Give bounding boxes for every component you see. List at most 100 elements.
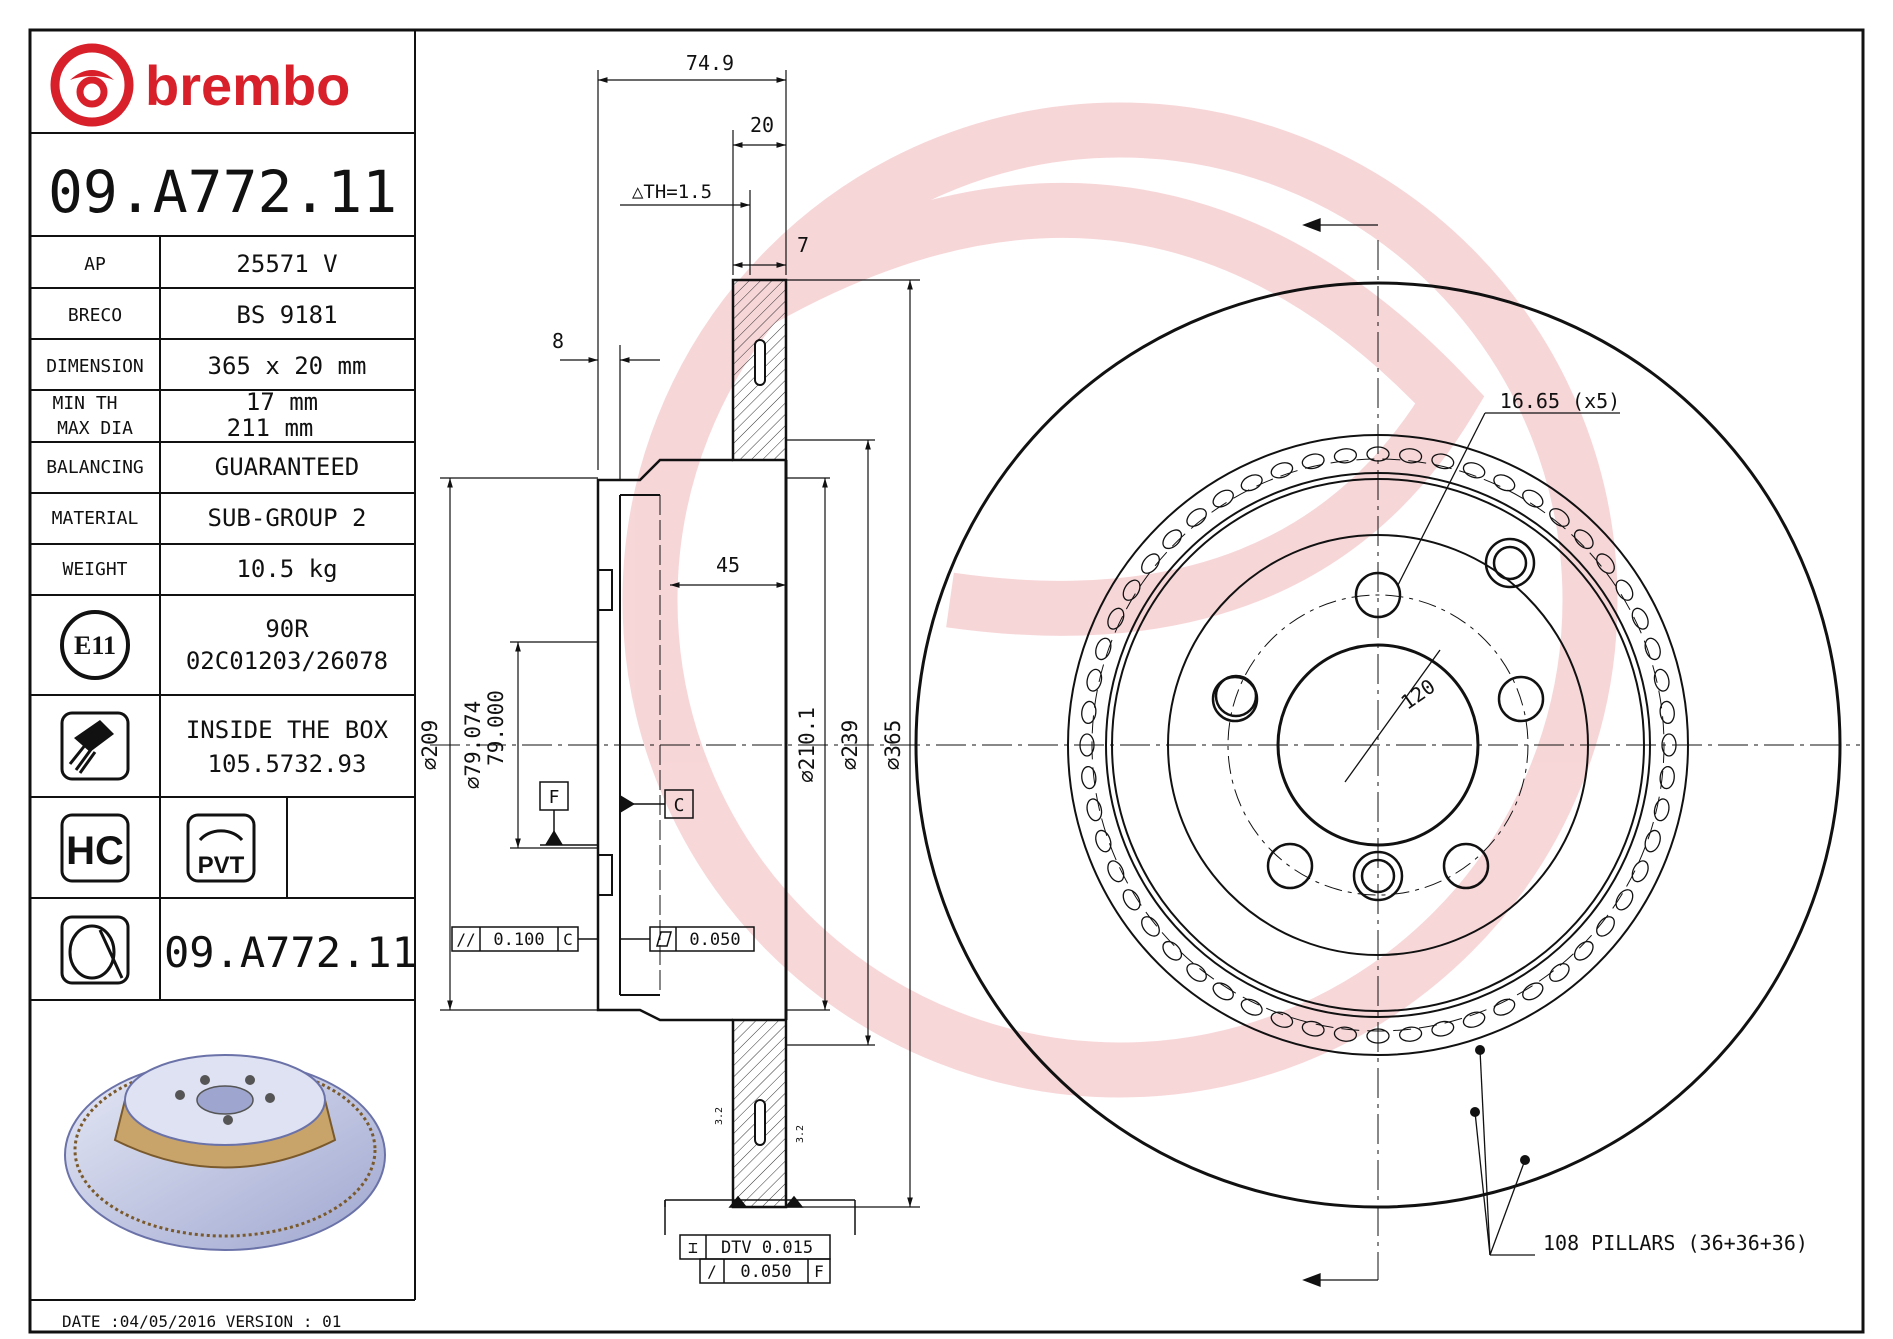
spec-value: 10.5 kg xyxy=(236,555,337,583)
dtv-frame xyxy=(664,1195,856,1284)
pillar xyxy=(1086,668,1103,692)
dim-flange: 8 xyxy=(552,329,564,353)
spec-value: BS 9181 xyxy=(236,301,337,329)
pillar xyxy=(1366,1028,1390,1044)
pillar xyxy=(1186,508,1207,527)
pillar xyxy=(1596,553,1615,574)
dim-dia-210: ⌀210.1 xyxy=(795,707,819,783)
pillar xyxy=(1659,700,1675,725)
pillar xyxy=(1522,982,1544,1001)
pillar xyxy=(1141,553,1160,574)
spec-label: MATERIAL xyxy=(52,508,139,529)
box-line2: 105.5732.93 xyxy=(208,750,367,778)
spec-label: AP xyxy=(84,254,106,275)
pillar xyxy=(1615,889,1634,911)
pillar xyxy=(1122,579,1141,601)
approval-line1: 90R xyxy=(265,615,309,643)
pillar xyxy=(1431,1020,1455,1037)
drawing-frame xyxy=(28,28,1865,1334)
datum-c-label: C xyxy=(674,795,685,816)
pillar xyxy=(1462,462,1486,479)
parallelism-symbol: // xyxy=(456,930,475,949)
pillar xyxy=(1095,829,1112,853)
pillar xyxy=(1240,474,1263,492)
pillar xyxy=(1141,916,1160,937)
front-view xyxy=(914,240,1842,1280)
pillar xyxy=(1398,448,1423,464)
pillar xyxy=(1366,446,1390,462)
brembo-logo-icon xyxy=(50,43,134,127)
dim-vent-offset: 7 xyxy=(797,233,809,257)
dim-pcd: 120 xyxy=(1396,674,1439,714)
pillar xyxy=(1107,607,1125,630)
dim-th-tolerance: △TH=1.5 xyxy=(632,181,712,203)
section-dimensions xyxy=(440,70,920,1208)
pvt-badge-label: PVT xyxy=(198,852,245,879)
flatness-frame xyxy=(620,926,755,952)
pillar xyxy=(1301,453,1325,470)
pillars-label: 108 PILLARS (36+36+36) xyxy=(1543,1231,1808,1255)
pillar xyxy=(1493,474,1516,492)
pillar xyxy=(1573,940,1594,961)
screw-icon xyxy=(60,711,130,781)
dim-dia-79-max: ⌀79.074 xyxy=(461,701,485,790)
spec-value: 17 mm xyxy=(246,388,318,416)
pillar xyxy=(1462,1011,1486,1028)
pillar xyxy=(1079,733,1095,757)
pillar xyxy=(1661,733,1677,757)
wheel-stud-holes xyxy=(1214,537,1536,902)
pillar xyxy=(1431,453,1455,470)
datum-f-label: F xyxy=(549,787,560,808)
parallelism-value: 0.100 xyxy=(493,930,544,950)
spec-value: SUB-GROUP 2 xyxy=(208,504,367,532)
hc-badge-icon xyxy=(60,813,130,883)
pillar xyxy=(1644,637,1661,661)
pillar xyxy=(1212,489,1234,508)
spec-value-2: 211 mm xyxy=(227,414,314,442)
part-number: 09.A772.11 xyxy=(48,158,397,226)
pillar xyxy=(1122,889,1141,911)
dim-dia-239: ⌀239 xyxy=(838,720,862,771)
spec-label: BALANCING xyxy=(46,457,144,478)
hc-badge-label: HC xyxy=(66,829,124,873)
pillar xyxy=(1095,637,1112,661)
pillar xyxy=(1631,607,1649,630)
dim-bolt-holes: 16.65 (x5) xyxy=(1500,389,1620,413)
pillar xyxy=(1270,1011,1294,1028)
section-view xyxy=(430,278,1860,1209)
pillar xyxy=(1162,529,1183,550)
spec-label-2: MAX DIA xyxy=(57,418,133,439)
datum-c xyxy=(620,789,694,819)
dtv-symbol: ⌶ xyxy=(688,1238,698,1257)
pillar xyxy=(1596,916,1615,937)
parallelism-frame xyxy=(451,926,598,952)
parallelism-ref: C xyxy=(563,930,573,949)
runout-ref: F xyxy=(814,1262,824,1281)
pillar xyxy=(1653,798,1670,822)
dim-thickness: 20 xyxy=(750,113,774,137)
pillar-ring xyxy=(1079,446,1677,1044)
roughness-a: 3.2 xyxy=(714,1107,725,1125)
pillar xyxy=(1107,860,1125,883)
pvt-badge-icon xyxy=(186,813,256,883)
pillar xyxy=(1549,963,1570,982)
datum-f xyxy=(539,781,598,846)
runout-value: 0.050 xyxy=(740,1262,791,1282)
roughness-b: 3.2 xyxy=(795,1125,806,1143)
box-line1: INSIDE THE BOX xyxy=(186,716,389,744)
pillar xyxy=(1162,940,1183,961)
footer-part-number: 09.A772.11 xyxy=(164,928,417,977)
spec-value: 365 x 20 mm xyxy=(208,352,367,380)
pillar xyxy=(1270,462,1294,479)
pillar xyxy=(1081,765,1097,790)
spec-label: BRECO xyxy=(68,305,122,326)
e11-icon xyxy=(60,610,130,680)
dim-dia-79-min: 79.000 xyxy=(484,690,508,766)
pillar xyxy=(1398,1026,1423,1042)
pillar xyxy=(1333,1026,1358,1042)
spec-label: WEIGHT xyxy=(62,559,127,580)
pillar xyxy=(1522,489,1544,508)
pillar xyxy=(1573,529,1594,550)
pillar-markers xyxy=(1470,1045,1530,1165)
spec-label: MIN TH xyxy=(52,393,117,414)
